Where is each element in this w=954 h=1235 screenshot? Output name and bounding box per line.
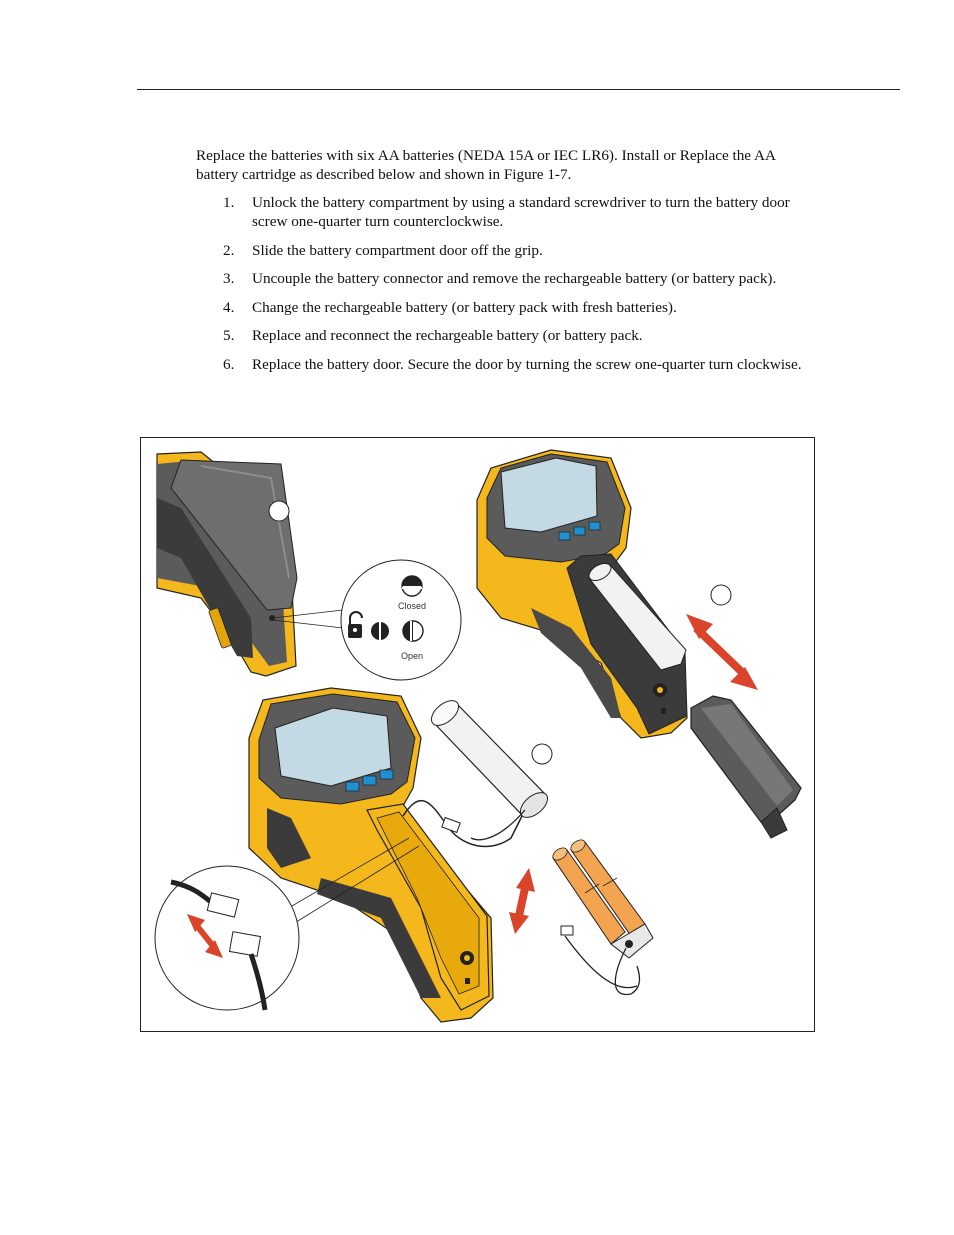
step-number: 5. — [223, 327, 235, 344]
intro-paragraph: Replace the batteries with six AA batter… — [196, 147, 776, 183]
callout-3 — [531, 743, 553, 765]
connector-detail-magnifier — [154, 837, 420, 1011]
device-grip-closeup — [156, 451, 298, 677]
aa-battery-pack — [552, 839, 654, 996]
double-arrow-door — [686, 614, 758, 690]
step-text: Unlock the battery compartment by using … — [252, 194, 790, 230]
step-number: 1. — [223, 194, 235, 211]
rechargeable-battery — [430, 700, 549, 841]
list-item: 4. Change the rechargeable battery (or ba… — [223, 298, 813, 317]
step-text: Replace the battery door. Secure the doo… — [252, 355, 802, 373]
lock-detail-magnifier: Closed Open — [272, 559, 462, 681]
battery-door-cover — [690, 695, 802, 839]
header-rule — [137, 89, 900, 90]
open-screw-icon — [402, 620, 424, 642]
screw-midturn-icon — [371, 622, 389, 640]
steps-list: 1. Unlock the battery compartment by usin… — [223, 193, 813, 383]
list-item: 1. Unlock the battery compartment by usin… — [223, 193, 813, 231]
step-text: Replace and reconnect the rechargeable b… — [252, 327, 643, 344]
callout-2 — [710, 584, 732, 606]
padlock-icon — [348, 611, 363, 638]
step-number: 2. — [223, 241, 235, 259]
step-number: 4. — [223, 298, 235, 316]
step-text: Change the rechargeable battery (or batt… — [252, 298, 677, 316]
list-item: 6. Replace the battery door. Secure the d… — [223, 355, 813, 374]
closed-screw-icon — [401, 575, 423, 597]
figure-battery-replacement: Closed Open — [140, 437, 815, 1032]
open-label: Open — [401, 651, 423, 661]
figure-illustration: Closed Open — [154, 449, 802, 1023]
connector-plug — [441, 816, 461, 834]
closed-label: Closed — [398, 601, 426, 611]
device-door-removed — [476, 449, 688, 739]
list-item: 2. Slide the battery compartment door off… — [223, 241, 813, 260]
list-item: 3. Uncouple the battery connector and rem… — [223, 269, 813, 288]
step-text: Uncouple the battery connector and remov… — [252, 270, 777, 287]
step-number: 6. — [223, 355, 235, 373]
step-text: Slide the battery compartment door off t… — [252, 241, 543, 259]
step-number: 3. — [223, 270, 235, 287]
list-item: 5. Replace and reconnect the rechargeable… — [223, 326, 813, 345]
double-arrow-battery — [509, 868, 535, 934]
callout-1 — [268, 500, 290, 522]
device-open-compartment — [248, 687, 494, 1023]
